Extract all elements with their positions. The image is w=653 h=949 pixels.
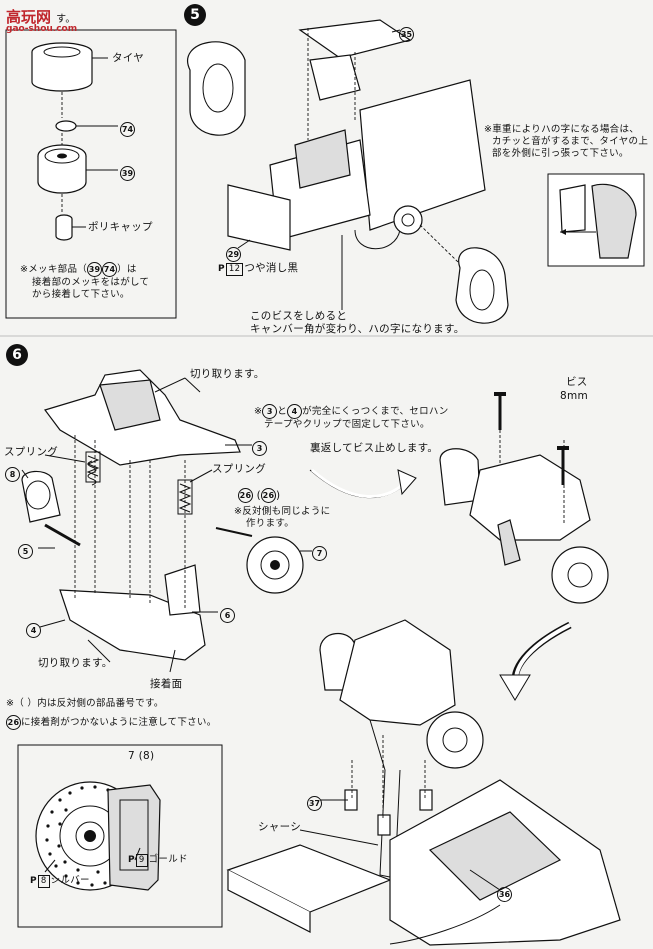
part-5-badge: 5	[18, 544, 33, 559]
callout-37: 37	[307, 793, 322, 812]
weight-note-line2: カチッと音がするまで、タイヤの上	[492, 136, 649, 147]
part-26b-badge: 26	[261, 488, 277, 503]
part-74-badge: 74	[120, 122, 135, 137]
callout-5: 5	[18, 541, 33, 560]
paint-marker-icon: P	[218, 264, 225, 274]
part-39-badge: 39	[120, 166, 135, 181]
weight-note: ※車重によりハの字になる場合は、 カチッと音がするまで、タイヤの上 部を外側に引…	[484, 124, 648, 160]
part-36-badge: 36	[497, 887, 512, 902]
plating-note-suffix: ）は	[117, 264, 137, 275]
part-35-badge: 35	[399, 27, 414, 42]
plating-note-part-b: 74	[102, 262, 118, 277]
callout-74: 74	[120, 119, 135, 138]
tire-drawing	[31, 42, 93, 92]
brake-parts-label: 7 (8)	[128, 750, 155, 762]
step-number-5: 5	[184, 4, 206, 26]
label-cut-bottom: 切り取ります。	[38, 657, 113, 669]
label-chassis: シャーシ	[258, 821, 301, 833]
gold-name: ゴールド	[148, 854, 188, 865]
wheel-drawing	[37, 144, 87, 194]
tape-note-line1: が完全にくっつくまで、セロハン	[302, 406, 449, 417]
step6-arm-upper	[44, 369, 241, 466]
label-cut-top: 切り取ります。	[190, 368, 265, 380]
paint-marker-icon: P	[128, 855, 135, 865]
tape-note-mark: ※	[254, 406, 263, 417]
paren-note: ※（ ）内は反対側の部品番号です。	[6, 698, 164, 709]
step5-chassis	[187, 19, 509, 324]
callout-7: 7	[312, 543, 327, 562]
watermark-url: gao-shou.com	[6, 24, 78, 34]
camber-note-line1: このビスをしめると	[250, 310, 348, 322]
chassis-assembly	[226, 619, 621, 946]
callout-36: 36	[497, 884, 512, 903]
part-29-badge: 29	[226, 247, 241, 262]
label-screw-size: 8mm	[560, 390, 589, 402]
part-3-badge: 3	[252, 441, 267, 456]
part-37-badge: 37	[307, 796, 322, 811]
camber-note: このビスをしめると キャンバー角が変わり、ハの字になります。	[250, 310, 465, 336]
callout-4: 4	[26, 620, 41, 639]
flip-note: 裏返してビス止めします。	[310, 442, 439, 454]
callout-35: 35	[399, 24, 414, 43]
opposite-note: ※反対側も同じように 作ります。	[234, 506, 330, 530]
part-6-badge: 6	[220, 608, 235, 623]
label-spring-left: スプリング	[4, 446, 58, 458]
watermark-brand: 高玩网	[6, 8, 52, 26]
paint-marker-icon: P	[30, 876, 37, 886]
label-tire: タイヤ	[112, 52, 145, 64]
tape-part-a: 3	[262, 404, 278, 419]
callout-29: 29	[226, 244, 241, 263]
weight-note-line3: 部を外側に引っ張って下さい。	[492, 148, 629, 159]
glue-warning-text: に接着剤がつかないように注意して下さい。	[21, 717, 217, 728]
part-7-badge: 7	[312, 546, 327, 561]
opposite-note-line2: 作ります。	[246, 518, 295, 529]
part-8-badge: 8	[5, 467, 20, 482]
watermark: 高玩网 す。	[6, 6, 76, 27]
callout-3: 3	[252, 438, 267, 457]
brake-disc-7	[246, 536, 304, 594]
part-4-badge: 4	[26, 623, 41, 638]
label-polycap: ポリキャップ	[88, 221, 153, 233]
step-number-6: 6	[6, 344, 28, 366]
part-26-badge: 26	[238, 488, 253, 503]
opposite-note-line1: ※反対側も同じように	[234, 506, 331, 517]
callout-6: 6	[220, 605, 235, 624]
tape-part-b: 4	[287, 404, 303, 419]
silver-name: シルバー	[50, 875, 90, 886]
glue-warning-part: 26	[6, 715, 21, 730]
tape-note-line2: テープやクリップで固定して下さい。	[264, 419, 430, 430]
callout-39: 39	[120, 163, 135, 182]
plating-note-line2: 接着部のメッキをはがして	[32, 277, 150, 288]
camber-note-line2: キャンバー角が変わり、ハの字になります。	[250, 323, 465, 335]
label-glue-surface: 接着面	[150, 678, 183, 690]
paint-name: つや消し黒	[244, 262, 299, 274]
weight-note-line1: ※車重によりハの字になる場合は、	[484, 124, 640, 135]
label-spring-right: スプリング	[212, 463, 266, 475]
callout-26-pair: 26 (26)	[238, 488, 281, 503]
paint-code: 12	[225, 263, 244, 276]
plating-note-part-a: 39	[87, 262, 103, 277]
step6-arm-lower	[59, 564, 206, 661]
silver-code: 8	[37, 875, 50, 888]
intro-suffix: す。	[56, 14, 76, 25]
plating-note-line3: から接着して下さい。	[32, 289, 130, 300]
callout-8: 8	[5, 464, 20, 483]
gold-code: 9	[135, 854, 148, 867]
brake-detail	[35, 781, 161, 891]
plating-note-prefix: ※メッキ部品（	[20, 264, 88, 275]
step6-assembled	[439, 392, 609, 604]
label-screw: ビス	[566, 376, 588, 388]
